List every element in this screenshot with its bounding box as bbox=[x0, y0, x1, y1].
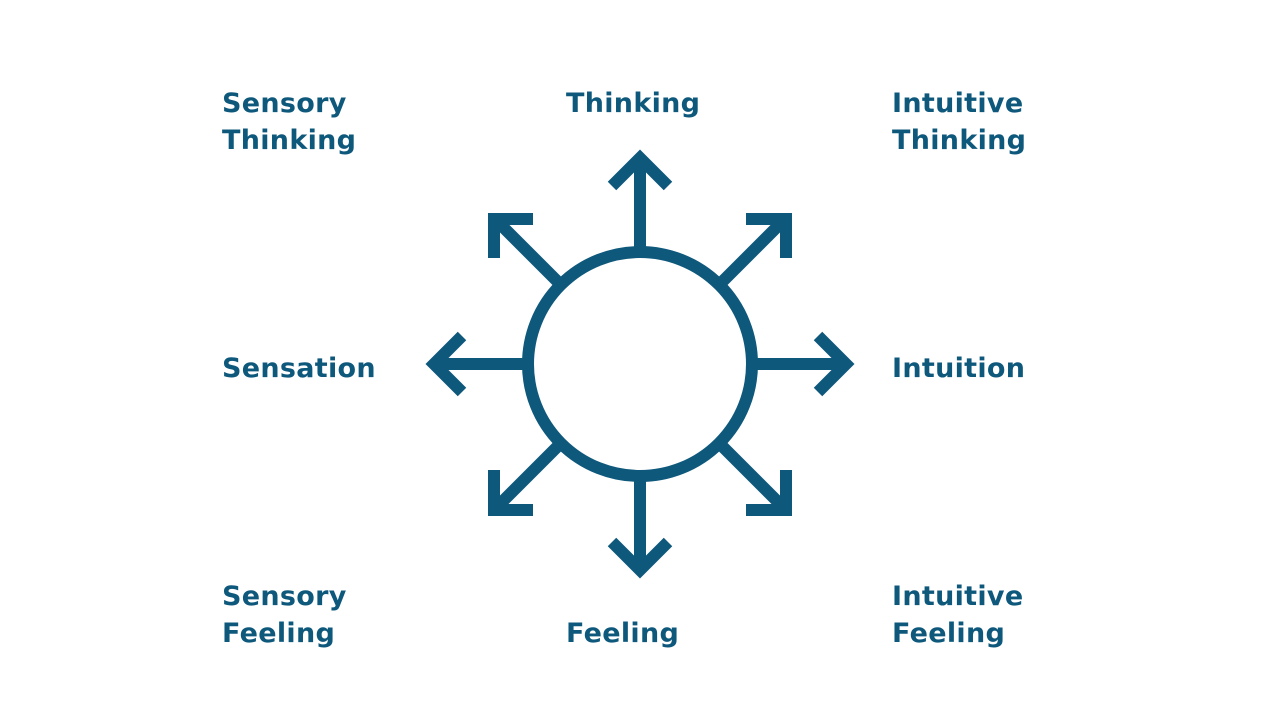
label-intuitive-thinking: Intuitive Thinking bbox=[892, 85, 1026, 159]
label-line: Thinking bbox=[222, 125, 357, 156]
label-line: Thinking bbox=[566, 88, 701, 119]
label-line: Intuitive bbox=[892, 88, 1024, 119]
arrow-left-icon bbox=[425, 331, 528, 397]
arrow-down-right-icon bbox=[716, 440, 792, 516]
label-line: Feeling bbox=[222, 618, 336, 649]
label-thinking: Thinking bbox=[566, 85, 700, 122]
label-sensation: Sensation bbox=[222, 350, 376, 387]
label-sensory-feeling: Sensory Feeling bbox=[222, 578, 347, 652]
arrow-down-left-icon bbox=[488, 440, 564, 516]
label-intuitive-feeling: Intuitive Feeling bbox=[892, 578, 1023, 652]
label-line: Sensory bbox=[222, 581, 347, 612]
label-line: Intuitive bbox=[892, 581, 1024, 612]
label-line: Sensation bbox=[222, 353, 376, 384]
center-circle bbox=[522, 246, 758, 482]
arrow-up-left-icon bbox=[488, 213, 564, 288]
label-line: Intuition bbox=[892, 353, 1026, 384]
arrow-up-right-icon bbox=[716, 213, 792, 288]
label-intuition: Intuition bbox=[892, 350, 1025, 387]
label-sensory-thinking: Sensory Thinking bbox=[222, 85, 356, 159]
label-line: Feeling bbox=[892, 618, 1006, 649]
label-line: Thinking bbox=[892, 125, 1027, 156]
label-line: Sensory bbox=[222, 88, 347, 119]
label-feeling: Feeling bbox=[566, 615, 679, 652]
arrow-up-icon bbox=[607, 149, 673, 252]
label-line: Feeling bbox=[566, 618, 680, 649]
arrow-down-icon bbox=[607, 476, 673, 579]
arrow-right-icon bbox=[752, 331, 855, 397]
